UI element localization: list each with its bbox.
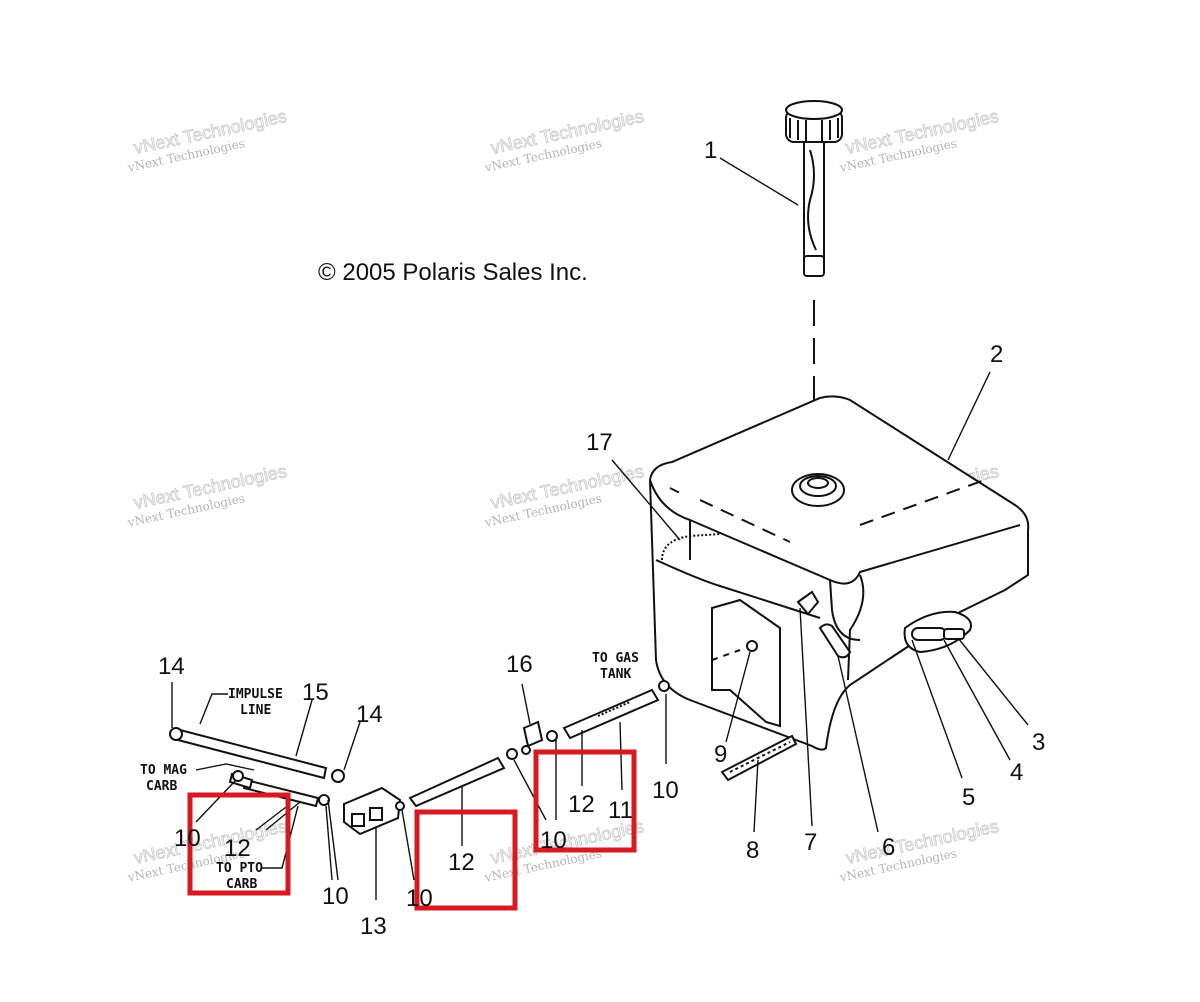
callout-14-right: 14	[356, 701, 383, 728]
watermark: vNext Technologies vNext Technologies	[838, 106, 1001, 175]
watermark: vNext Technologies vNext Technologies	[126, 816, 289, 885]
callout-7: 7	[804, 829, 817, 856]
watermark: vNext Technologies vNext Technologies	[483, 461, 646, 530]
callout-12-right: 12	[568, 791, 595, 818]
label-impulse-line: LINE	[240, 703, 271, 718]
callout-1: 1	[704, 137, 717, 164]
part-15-impulse-line	[169, 727, 345, 783]
callout-12-left: 12	[224, 835, 251, 862]
part-10-clamp	[521, 745, 531, 755]
highlight-box-center	[414, 809, 518, 911]
part-6-7-vent-fitting	[796, 590, 852, 659]
watermark: vNext Technologies vNext Technologies	[126, 106, 289, 175]
callout-6: 6	[882, 834, 895, 861]
label-to-gas: TO GAS	[592, 651, 639, 666]
label-to-pto: TO PTO	[216, 861, 263, 876]
routing-labels: IMPULSE LINE TO MAG CARB TO PTO CARB TO …	[140, 651, 639, 892]
part-11-hose-sleeve	[562, 680, 670, 740]
watermark: vNext Technologies vNext Technologies	[483, 106, 646, 175]
part-13-fuel-pump	[343, 786, 405, 836]
callout-11: 11	[608, 797, 633, 824]
callout-14-left: 14	[158, 653, 185, 680]
label-to-gas-tank: TANK	[600, 667, 631, 682]
highlight-box-right	[533, 749, 637, 853]
callout-labels: 1 2 3 4 5 6 7 8 9 17 10 11 12 10 16 12 1…	[158, 137, 1045, 940]
callout-10-center-right: 10	[540, 827, 567, 854]
callout-17: 17	[586, 429, 613, 456]
part-1-fuel-cap-gauge	[785, 100, 843, 470]
part-3-5-outlet-fitting	[903, 610, 972, 654]
callout-12-center: 12	[448, 849, 475, 876]
watermark: vNext Technologies vNext Technologies	[838, 816, 1001, 885]
callout-8: 8	[746, 837, 759, 864]
leader-lines	[171, 157, 1029, 900]
part-10-clamp	[506, 748, 518, 760]
part-12-fuel-hose-center	[408, 756, 506, 808]
callout-13: 13	[360, 913, 387, 940]
copyright-notice: © 2005 Polaris Sales Inc.	[318, 259, 588, 286]
callout-10-far-left: 10	[174, 825, 201, 852]
callout-9: 9	[714, 741, 727, 768]
part-9-nut	[746, 640, 758, 652]
part-2-fuel-tank	[648, 395, 1030, 751]
label-to-mag: TO MAG	[140, 763, 187, 778]
label-impulse: IMPULSE	[228, 687, 283, 702]
callout-2: 2	[990, 341, 1003, 368]
callout-3: 3	[1032, 729, 1045, 756]
highlight-box-left	[187, 792, 291, 896]
callout-15: 15	[302, 679, 329, 706]
label-to-pto-carb: CARB	[226, 877, 257, 892]
label-to-mag-carb: CARB	[146, 779, 177, 794]
callout-4: 4	[1010, 759, 1023, 786]
callout-5: 5	[962, 784, 975, 811]
part-8-strap	[720, 734, 798, 782]
callout-16: 16	[506, 651, 533, 678]
watermark: vNext Technologies vNext Technologies	[126, 461, 289, 530]
callout-10-center: 10	[406, 885, 433, 912]
callout-10-left: 10	[322, 883, 349, 910]
part-16-check-valve	[522, 720, 558, 748]
callout-10-right: 10	[652, 777, 679, 804]
